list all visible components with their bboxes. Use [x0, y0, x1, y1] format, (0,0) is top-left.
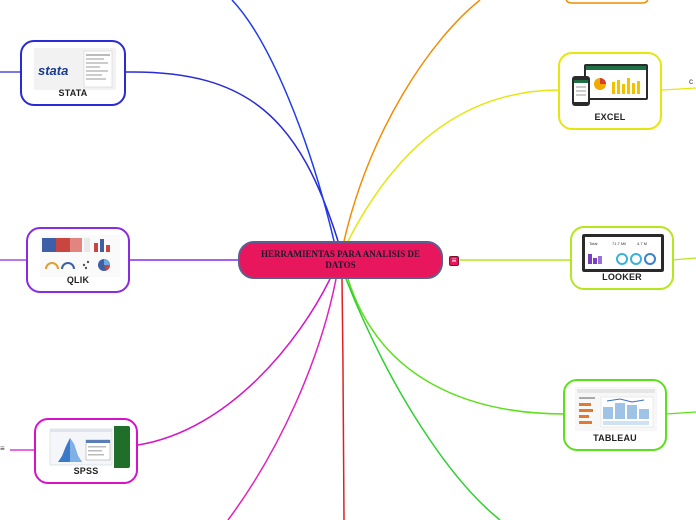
looker-thumbnail: Total 71.7 Mil 4.7 M: [582, 234, 664, 272]
stata-logo: stata: [38, 63, 68, 78]
connector-bottom-green: [345, 278, 501, 520]
qlik-thumbnail: [40, 235, 120, 277]
looker-label: LOOKER: [602, 272, 642, 282]
spss-label: SPSS: [73, 466, 99, 476]
node-spss[interactable]: SPSS: [34, 418, 138, 484]
stata-thumbnail: stata: [34, 48, 116, 90]
stub-excel: [661, 87, 696, 91]
spss-menu-icon[interactable]: ≡: [0, 444, 5, 453]
looker-kpi-1: Total: [589, 241, 598, 246]
connector-stata: [125, 71, 339, 242]
connector-excel: [347, 89, 561, 242]
spss-thumbnail: [48, 426, 130, 468]
central-topic-title: HERRAMIENTAS PARA ANALISIS DE DATOS: [261, 249, 420, 270]
excel-thumbnail: [570, 62, 650, 112]
excel-label: EXCEL: [594, 112, 626, 122]
tableau-thumbnail: [575, 387, 657, 431]
node-tableau[interactable]: TABLEAU: [563, 379, 667, 451]
node-excel[interactable]: EXCEL: [558, 52, 662, 130]
connector-bottom-red: [341, 278, 345, 520]
stata-label: STATA: [58, 88, 88, 98]
excel-edge-mark: c: [689, 77, 693, 86]
node-qlik[interactable]: QLIK: [26, 227, 130, 293]
stub-looker: [671, 257, 696, 261]
connector-spss: [137, 278, 331, 446]
connector-top-blue: [231, 0, 335, 242]
looker-kpi-3: 4.7 M: [637, 241, 647, 246]
central-topic[interactable]: HERRAMIENTAS PARA ANALISIS DE DATOS: [238, 241, 443, 279]
looker-kpi-2: 71.7 Mil: [612, 241, 626, 246]
stub-tableau: [665, 411, 696, 415]
node-stata[interactable]: stata STATA: [20, 40, 126, 106]
tableau-label: TABLEAU: [593, 433, 637, 443]
connector-tableau: [347, 278, 566, 415]
menu-icon[interactable]: ≡: [449, 256, 459, 266]
node-looker[interactable]: Total 71.7 Mil 4.7 M LOOKER: [570, 226, 674, 290]
partial-node-orange: [565, 0, 649, 4]
qlik-label: QLIK: [66, 275, 90, 285]
connector-bottom-magenta: [227, 278, 337, 520]
connector-top-orange: [343, 0, 481, 242]
